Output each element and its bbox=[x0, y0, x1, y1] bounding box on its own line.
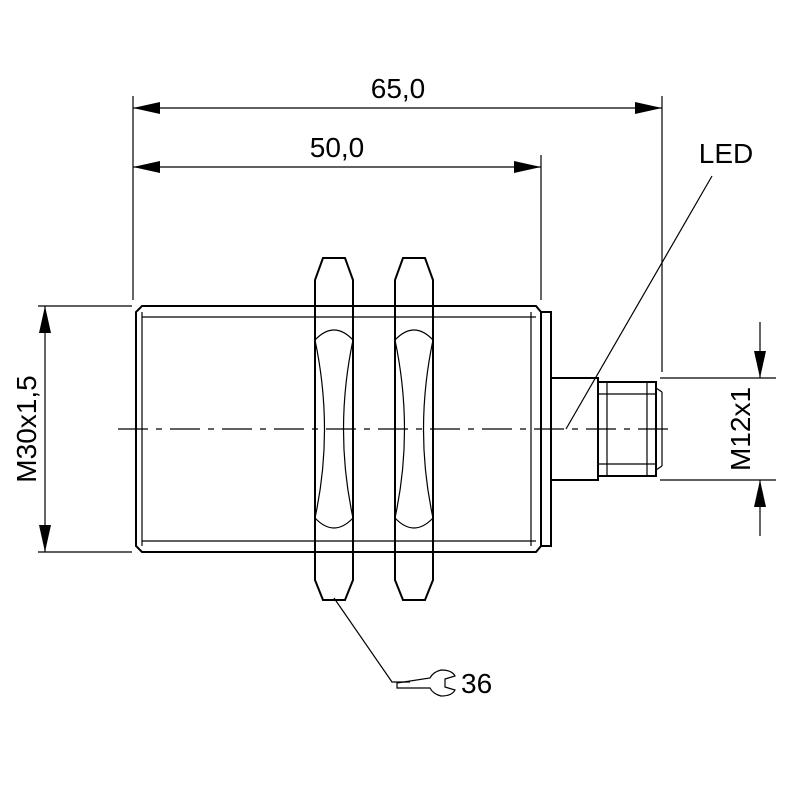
led-label: LED bbox=[699, 138, 753, 169]
wrench-callout: 36 bbox=[333, 597, 492, 699]
thread-length-label: 50,0 bbox=[310, 132, 365, 163]
dimension-body-thread: M30x1,5 bbox=[11, 306, 51, 552]
open-wrench-icon bbox=[396, 669, 456, 697]
led-callout: LED bbox=[565, 138, 753, 430]
dimension-connector-thread: M12x1 bbox=[725, 322, 766, 536]
overall-length-label: 65,0 bbox=[371, 73, 426, 104]
dimension-thread-length: 50,0 bbox=[133, 132, 541, 173]
wrench-size-label: 36 bbox=[461, 668, 492, 699]
extension-lines bbox=[38, 96, 776, 553]
dimension-overall-length: 65,0 bbox=[133, 73, 662, 114]
connector-thread-label: M12x1 bbox=[725, 387, 756, 471]
body-thread-label: M30x1,5 bbox=[11, 375, 42, 482]
sensor-body bbox=[135, 305, 542, 553]
